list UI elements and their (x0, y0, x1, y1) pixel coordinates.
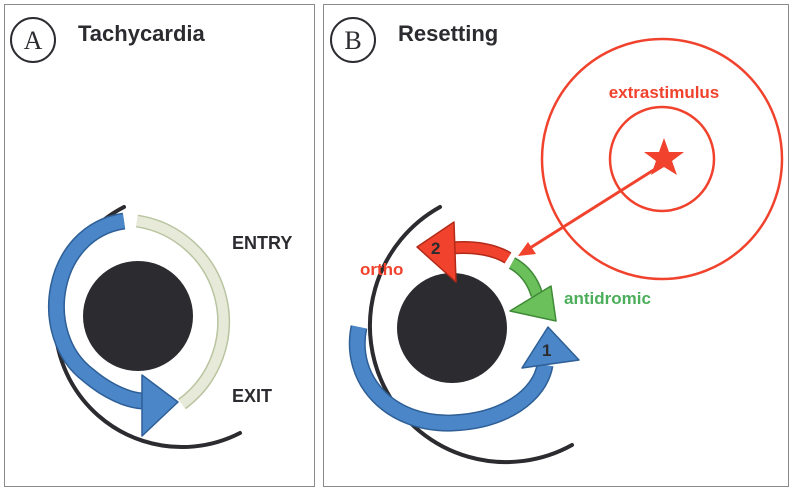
panel-b-diagram: B Resetting extrastimulus 1 2 ortho anti… (330, 17, 784, 465)
circuit-arrow-head (141, 374, 179, 437)
panel-b-letter-circle (330, 17, 376, 63)
panel-a-letter: A (24, 26, 43, 55)
central-obstacle (397, 273, 507, 383)
marker-2: 2 (431, 239, 440, 258)
wavefront-1-body-fill (350, 325, 552, 431)
marker-1: 1 (542, 341, 551, 360)
ortho-arrow-body-fill (451, 242, 511, 263)
entry-label: ENTRY (232, 233, 292, 253)
panel-a-diagram: A Tachycardia ENTRY EXIT (10, 17, 292, 449)
circuit-arrow-body-fill (49, 214, 143, 408)
stimulus-star-icon (644, 138, 684, 175)
stimulus-path-line (529, 164, 661, 250)
entry-exit-isthmus-fill (136, 216, 229, 409)
antidromic-arrow-head (509, 285, 557, 322)
wavefront-1-head (521, 326, 580, 369)
central-obstacle (83, 261, 193, 371)
panel-a-letter-circle (10, 17, 56, 63)
outer-pathway-arc (367, 205, 574, 465)
extrastimulus-label: extrastimulus (609, 83, 720, 102)
antidromic-label: antidromic (564, 289, 651, 308)
panel-a-title: Tachycardia (78, 21, 206, 46)
panel-b-title: Resetting (398, 21, 498, 46)
extrastimulus-inner-ring (608, 105, 716, 213)
ortho-arrow-head (416, 221, 457, 283)
antidromic-arrow-body-fill (509, 258, 542, 297)
ortho-label: ortho (360, 260, 403, 279)
extrastimulus-outer-ring (540, 37, 784, 281)
exit-label: EXIT (232, 386, 272, 406)
stimulus-path-arrowhead (518, 242, 536, 256)
panel-b-letter: B (344, 26, 361, 55)
